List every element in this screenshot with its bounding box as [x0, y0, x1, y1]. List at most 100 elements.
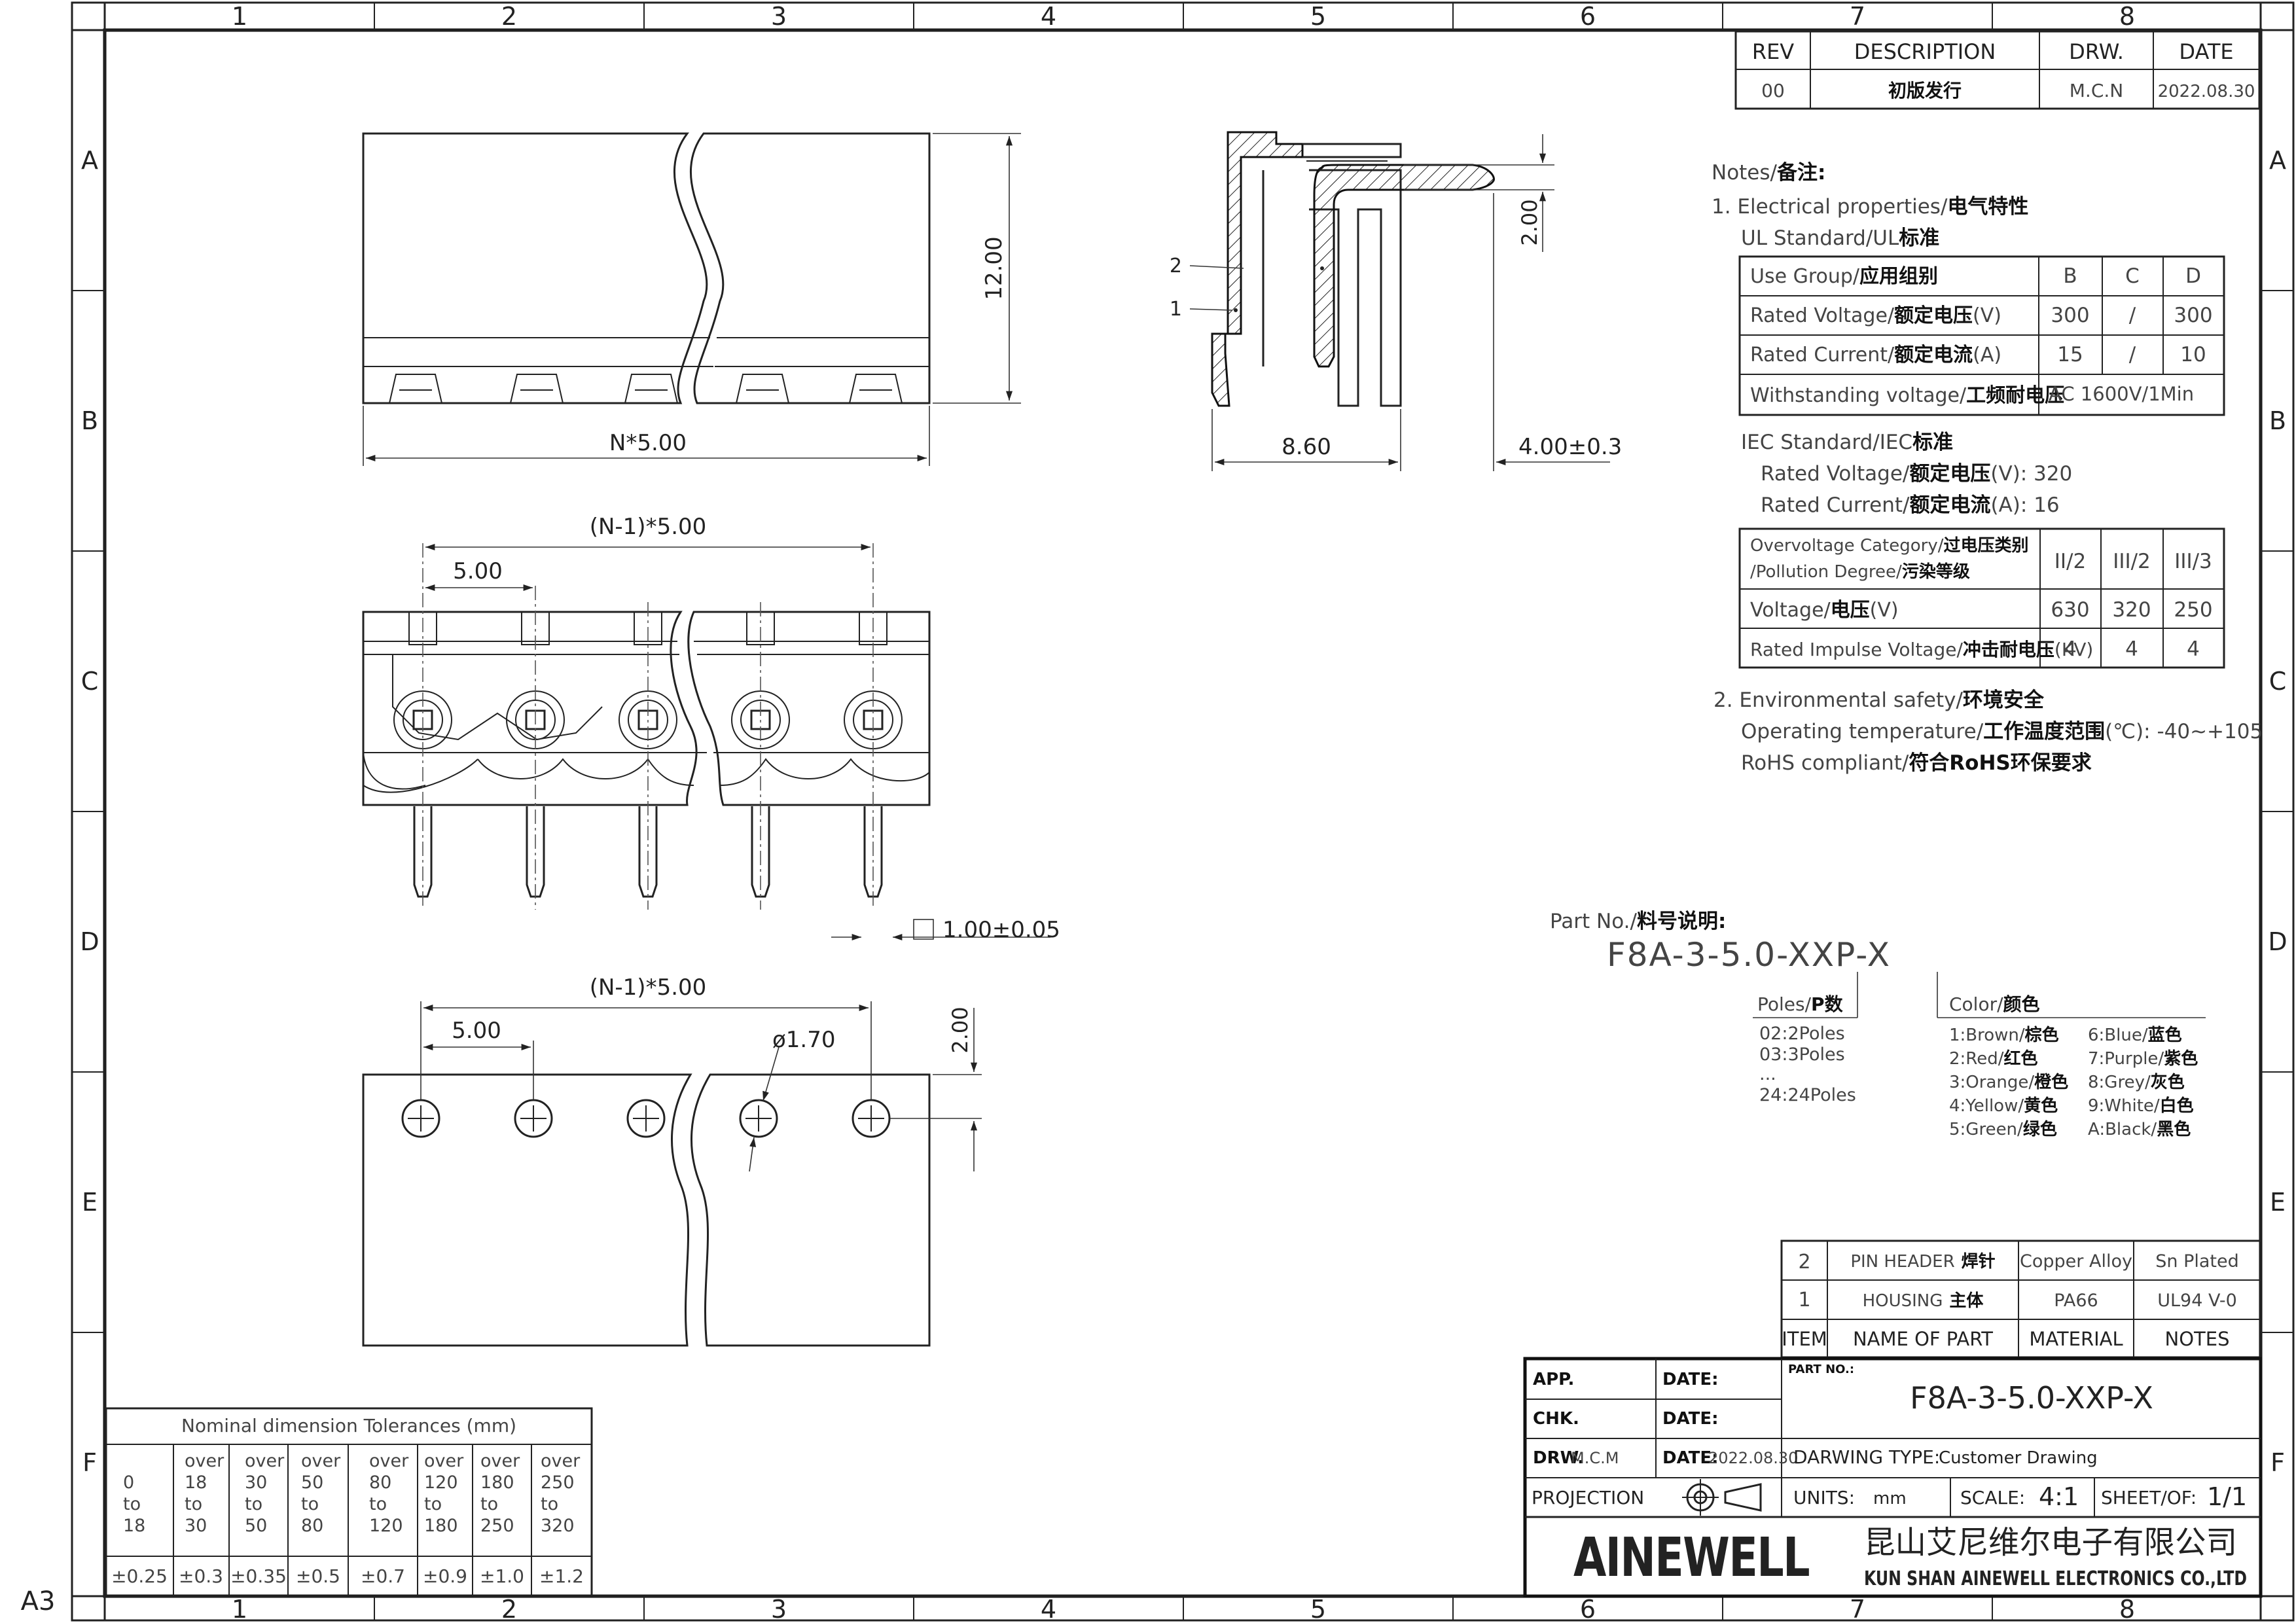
- color-label-en: Color/: [1949, 993, 2003, 1015]
- zone-col-6-bottom: 6: [1580, 1595, 1596, 1623]
- bom-header-notes: NOTES: [2165, 1328, 2230, 1350]
- zone-row-a-right: A: [2269, 146, 2286, 175]
- ul-voltage-c: /: [2129, 304, 2136, 327]
- zone-row-a: A: [81, 146, 98, 175]
- bom-item-1: 1: [1798, 1289, 1810, 1311]
- tol-range-3-c: to: [245, 1494, 262, 1514]
- color-1-cn: 棕色: [2025, 1025, 2059, 1045]
- zone-row-b-right: B: [2269, 406, 2286, 435]
- ul-table: Use Group/应用组别 Rated Voltage/额定电压(V) Rat…: [1738, 255, 2225, 416]
- iec-cat-3: III/3: [2174, 550, 2212, 573]
- iec-standard-cn: 标准: [1912, 431, 1953, 454]
- tol-range-2-b: 18: [185, 1472, 207, 1493]
- ul-row-2-cn: 额定电压: [1894, 304, 1973, 327]
- zone-col-6: 6: [1580, 2, 1596, 31]
- dim-height: 12.00: [981, 236, 1007, 300]
- rev-header: REV: [1752, 39, 1794, 64]
- iec-impulse-2: 4: [2125, 637, 2138, 661]
- poles-option-3: ...: [1759, 1064, 1776, 1084]
- svg-text:1:Brown/棕色: 1:Brown/棕色: [1949, 1025, 2059, 1045]
- tol-range-8-a: over: [541, 1451, 581, 1471]
- tb-chk-label: CHK.: [1533, 1409, 1579, 1429]
- tol-range-1-b: to: [123, 1494, 141, 1514]
- poles-option-2: 03:3Poles: [1759, 1044, 1845, 1065]
- zone-row-b: B: [81, 406, 98, 435]
- svg-text:Rated Voltage/额定电压(V): Rated Voltage/额定电压(V): [1750, 304, 2001, 327]
- tol-range-6-c: to: [424, 1494, 442, 1514]
- logo-text: AINEWELL: [1573, 1527, 1810, 1589]
- tol-range-3-b: 30: [245, 1472, 267, 1493]
- color-1-en: 1:Brown/: [1949, 1026, 2025, 1045]
- bom-name-1-en: HOUSING: [1863, 1291, 1943, 1311]
- tb-date-label-3: DATE:: [1662, 1448, 1719, 1468]
- svg-text:Overvoltage Category/过电压类别: Overvoltage Category/过电压类别: [1750, 536, 2029, 556]
- zone-col-3-bottom: 3: [771, 1595, 787, 1623]
- tb-drw-value: M.C.M: [1571, 1449, 1619, 1467]
- svg-text:2. Environmental safety/环境安全: 2. Environmental safety/环境安全: [1713, 688, 2045, 712]
- ul-group-b: B: [2063, 264, 2077, 288]
- revision-table: REV DESCRIPTION DRW. DATE 00 初版发行 M.C.N …: [1734, 30, 2261, 110]
- iec-row-3-cn: 冲击耐电压: [1963, 639, 2054, 660]
- color-5-cn: 绿色: [2023, 1119, 2057, 1139]
- tolerance-title: Nominal dimension Tolerances (mm): [181, 1415, 516, 1436]
- drw-value: M.C.N: [2070, 80, 2123, 101]
- svg-text:UL Standard/UL标准: UL Standard/UL标准: [1741, 226, 1939, 250]
- iec-cat-2: III/2: [2113, 550, 2151, 573]
- dim-bottom-pitch: 5.00: [452, 1018, 501, 1044]
- company-logo-icon: AINEWELL: [1573, 1527, 1811, 1589]
- tb-scale: 4:1: [2039, 1482, 2079, 1511]
- title-block: APP. CHK. DRW. M.C.M DATE: DATE: DATE: 2…: [1523, 1357, 2263, 1598]
- iec-voltage-2: 320: [2112, 598, 2151, 622]
- tol-value-3: ±0.35: [230, 1565, 287, 1587]
- iec-row-1-cn-b: 污染等级: [1902, 562, 1970, 582]
- color-6-en: 6:Blue/: [2088, 1026, 2148, 1045]
- zone-col-2-bottom: 2: [501, 1595, 517, 1623]
- dim-pin-offset: 2.00: [1517, 199, 1542, 245]
- bom-notes-1: UL94 V-0: [2157, 1291, 2237, 1311]
- tol-value-6: ±0.9: [423, 1565, 467, 1587]
- tb-sheet: 1/1: [2207, 1482, 2247, 1511]
- iec-row-2-cn: 电压: [1831, 599, 1870, 622]
- tb-units-label: UNITS:: [1793, 1487, 1855, 1508]
- zone-col-1: 1: [232, 2, 247, 31]
- color-4-en: 4:Yellow/: [1949, 1096, 2024, 1116]
- description-header: DESCRIPTION: [1854, 39, 1996, 64]
- iec-voltage-1: 630: [2051, 598, 2089, 622]
- svg-text:Rated Voltage/额定电压(V): 320: Rated Voltage/额定电压(V): 320: [1761, 462, 2072, 486]
- notes-block: Notes/备注: 1. Electrical properties/电气特性 …: [1712, 161, 2263, 775]
- tol-range-1-a: 0: [123, 1472, 134, 1493]
- ul-voltage-b: 300: [2051, 304, 2089, 327]
- zone-col-7: 7: [1850, 2, 1865, 31]
- ul-current-b: 15: [2057, 343, 2083, 366]
- svg-text:Notes/备注:: Notes/备注:: [1712, 161, 1825, 185]
- svg-text:8:Grey/灰色: 8:Grey/灰色: [2088, 1072, 2185, 1092]
- dim-front-pitch: 5.00: [453, 558, 503, 584]
- iec-rated-voltage-cn: 额定电压: [1909, 462, 1990, 486]
- iec-row-1-en-b: /Pollution Degree/: [1750, 562, 1902, 582]
- tol-value-7: ±1.0: [480, 1565, 524, 1587]
- svg-text:3:Orange/橙色: 3:Orange/橙色: [1949, 1072, 2068, 1092]
- drw-header: DRW.: [2069, 39, 2124, 64]
- iec-table: Overvoltage Category/过电压类别 /Pollution De…: [1738, 527, 2225, 669]
- ul-standard-cn: 标准: [1899, 226, 1939, 250]
- ul-row-4-cn: 工频耐电压: [1966, 384, 2064, 407]
- rohs-en: RoHS compliant/: [1741, 751, 1909, 775]
- ul-current-c: /: [2129, 343, 2136, 366]
- ul-row-1-cn: 应用组别: [1859, 265, 1938, 288]
- zone-row-c-right: C: [2269, 667, 2287, 696]
- description-value: 初版发行: [1888, 80, 1962, 101]
- tol-range-6-a: over: [424, 1451, 464, 1471]
- part-no-label-en: Part No./: [1550, 910, 1638, 933]
- tol-value-4: ±0.5: [296, 1565, 340, 1587]
- tol-range-4-c: to: [301, 1494, 319, 1514]
- dim-hole-diameter: ø1.70: [772, 1027, 836, 1053]
- svg-text:Operating temperature/工作温度范围(℃: Operating temperature/工作温度范围(℃): -40~+10…: [1741, 720, 2263, 743]
- side-section-view: 2 1 2.00 8.60 4.00±0.3: [1170, 131, 1622, 471]
- ul-row-2-unit: (V): [1973, 304, 2001, 327]
- bom-material-2: Copper Alloy: [2020, 1251, 2132, 1272]
- svg-text:RoHS compliant/符合RoHS环保要求: RoHS compliant/符合RoHS环保要求: [1741, 751, 2092, 775]
- tolerance-table: Nominal dimension Tolerances (mm) 0 to 1…: [105, 1407, 593, 1597]
- iec-row-1-cn-a: 过电压类别: [1943, 536, 2028, 556]
- color-4-cn: 黄色: [2024, 1096, 2058, 1116]
- svg-text:Rated Current/额定电流(A): 16: Rated Current/额定电流(A): 16: [1761, 493, 2060, 517]
